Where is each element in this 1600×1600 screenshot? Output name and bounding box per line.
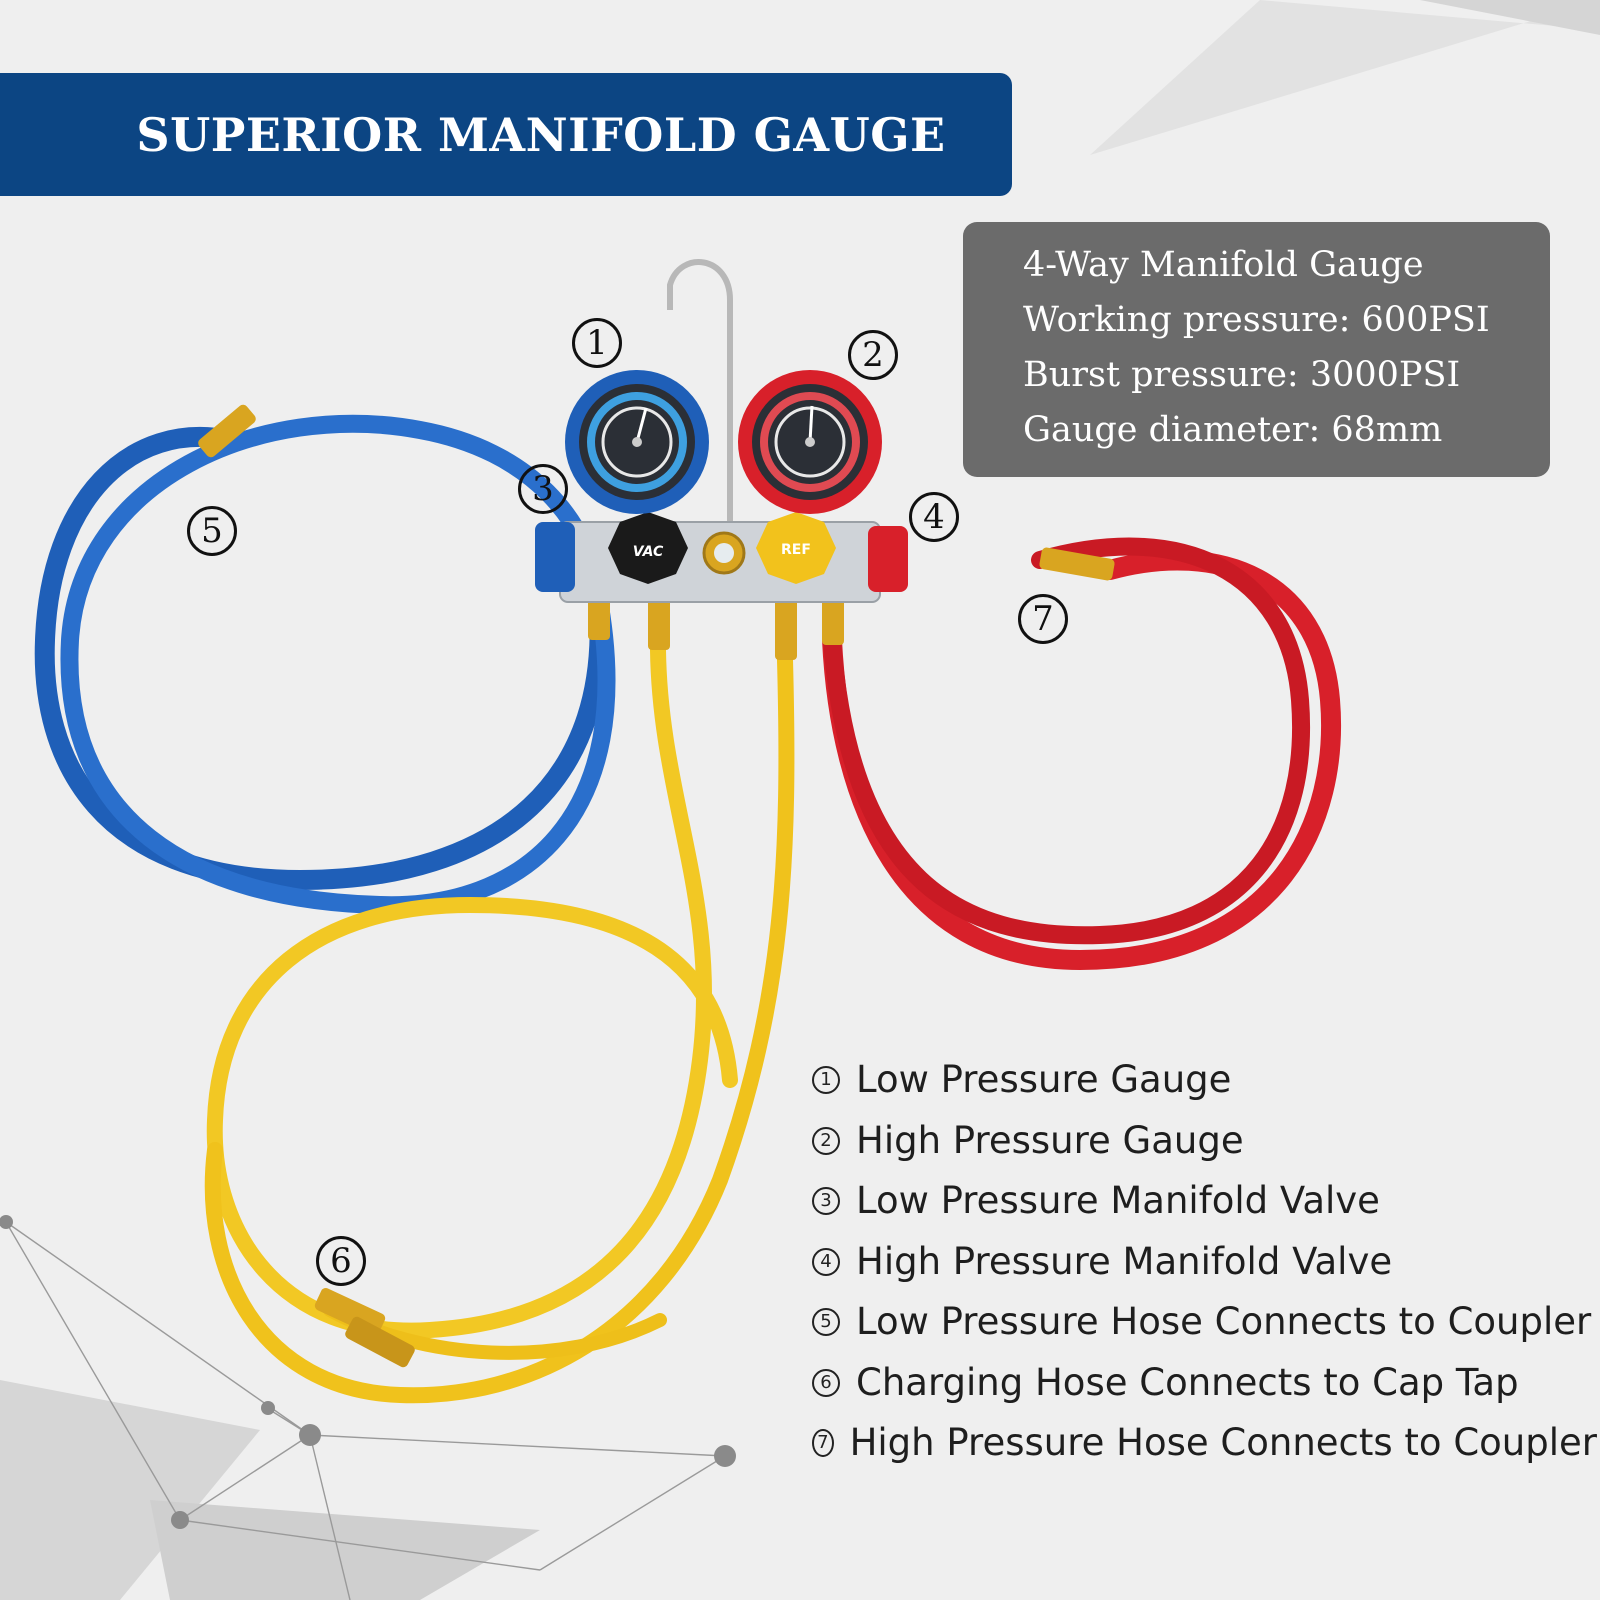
legend-number: 2 [812,1126,840,1155]
title-banner: SUPERIOR MANIFOLD GAUGE [0,73,1012,196]
red-hose [822,537,1341,971]
legend-number: 3 [812,1187,840,1216]
bg-shard-bottom [150,1500,540,1600]
ref-knob-icon: REF [756,512,836,584]
ref-knob-label: REF [781,542,811,558]
legend-item: 1 Low Pressure Gauge [812,1050,1597,1111]
callout-7: 7 [1018,594,1068,644]
callout-4: 4 [909,492,959,542]
legend-item: 6 Charging Hose Connects to Cap Tap [812,1353,1597,1414]
vac-knob-label: VAC [633,544,664,560]
legend-item: 2 High Pressure Gauge [812,1111,1597,1172]
callout-6: 6 [316,1236,366,1286]
legend-item: 5 Low Pressure Hose Connects to Coupler [812,1292,1597,1353]
legend-label: Low Pressure Manifold Valve [856,1179,1380,1222]
sight-glass-window [714,543,734,563]
legend-number: 1 [812,1066,840,1095]
legend-label: Charging Hose Connects to Cap Tap [856,1360,1519,1404]
legend-label: High Pressure Gauge [856,1118,1244,1162]
yellow-hose [204,642,795,1404]
bg-shard-corner [1420,0,1600,35]
legend-item: 7 High Pressure Hose Connects to Coupler [812,1413,1597,1474]
low-pressure-gauge-icon [565,370,709,514]
low-pressure-valve-cap [535,522,575,592]
high-pressure-valve-cap [868,526,908,592]
legend-number: 6 [812,1368,840,1397]
callout-1: 1 [572,318,622,368]
callout-3: 3 [518,464,568,514]
high-pressure-gauge-icon [738,370,882,514]
vac-knob-icon: VAC [608,512,688,584]
legend-item: 4 High Pressure Manifold Valve [812,1232,1597,1293]
bg-shard-bottom-left [0,1380,260,1600]
legend-item: 3 Low Pressure Manifold Valve [812,1171,1597,1232]
legend-number: 7 [812,1429,834,1458]
specifications-box: 4-Way Manifold Gauge Working pressure: 6… [963,222,1550,477]
legend-label: Low Pressure Hose Connects to Coupler [856,1300,1592,1343]
spec-line: Working pressure: 600PSI [1023,300,1490,340]
legend-number: 5 [812,1308,840,1337]
bg-network-nodes [0,1215,736,1529]
legend-label: High Pressure Hose Connects to Coupler [849,1421,1597,1464]
spec-line: Gauge diameter: 68mm [1023,410,1443,450]
spec-line: Burst pressure: 3000PSI [1023,355,1461,395]
bg-shard-top [1090,0,1600,155]
parts-legend: 1 Low Pressure Gauge 2 High Pressure Gau… [812,1050,1597,1474]
legend-label: High Pressure Manifold Valve [856,1239,1393,1283]
blue-hose [34,414,616,915]
callout-5: 5 [187,506,237,556]
legend-number: 4 [812,1247,840,1276]
legend-label: Low Pressure Gauge [856,1058,1232,1101]
hook-icon [667,259,733,560]
page-title: SUPERIOR MANIFOLD GAUGE [136,107,946,162]
spec-line: 4-Way Manifold Gauge [1023,245,1424,285]
callout-2: 2 [848,330,898,380]
